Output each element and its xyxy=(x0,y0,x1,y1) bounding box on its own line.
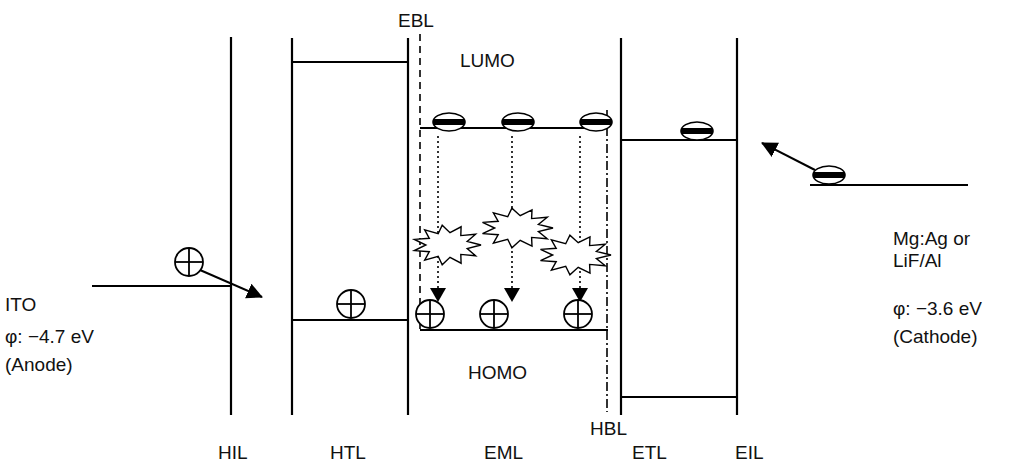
level-label: LUMO xyxy=(460,50,515,72)
hole-symbol xyxy=(175,248,203,276)
hole-symbol xyxy=(337,290,365,318)
exciton-burst xyxy=(414,225,481,265)
electron-symbol xyxy=(580,113,612,131)
exciton-burst xyxy=(541,235,612,275)
level-label: HOMO xyxy=(468,362,527,384)
hole-symbol xyxy=(416,300,444,328)
cathode-material: Mg:Ag or LiF/Al xyxy=(893,228,1003,272)
layer-label: HTL xyxy=(330,442,366,464)
electrode-role: (Cathode) xyxy=(893,326,978,348)
exciton-burst xyxy=(483,208,554,248)
electron-symbol xyxy=(681,122,713,140)
electron-symbol xyxy=(502,113,534,131)
layer-label: HBL xyxy=(590,418,627,440)
layer-label: HIL xyxy=(218,442,248,464)
layer-label: ETL xyxy=(632,442,667,464)
hole-symbol xyxy=(564,300,592,328)
electron-symbol xyxy=(433,113,465,131)
electrode-role: (Anode) xyxy=(5,354,73,376)
layer-label: EML xyxy=(484,442,523,464)
electron-symbol xyxy=(813,166,845,184)
work-function: φ: −3.6 eV xyxy=(893,298,982,320)
layer-label: EBL xyxy=(398,10,434,32)
electrode-label: ITO xyxy=(5,294,36,316)
layer-label: EIL xyxy=(735,442,764,464)
hole-symbol xyxy=(480,300,508,328)
work-function: φ: −4.7 eV xyxy=(5,326,94,348)
